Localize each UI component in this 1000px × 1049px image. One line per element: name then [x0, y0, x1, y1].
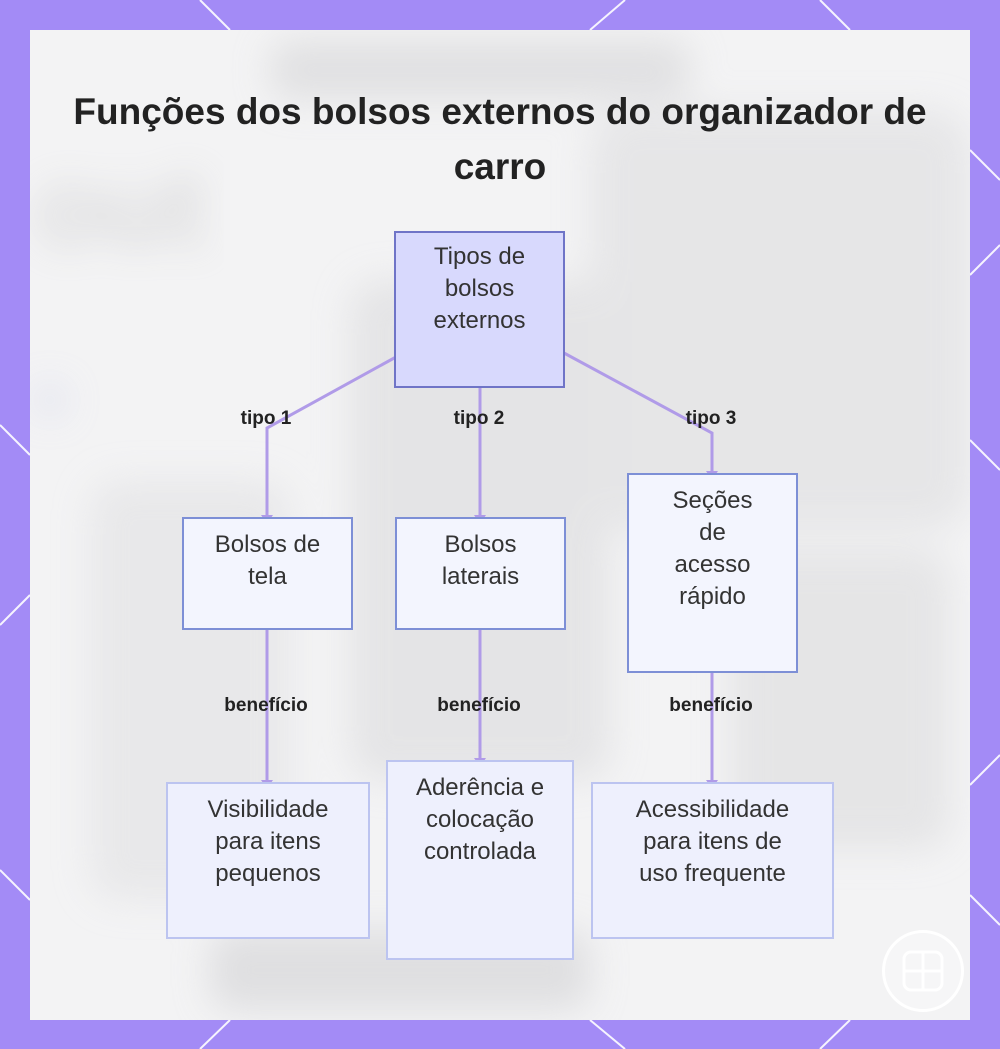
root-node-label: Tipos de bolsos externos	[420, 241, 540, 337]
edge-label-benefit-2: benefício	[437, 695, 520, 717]
edge-label-benefit-3: benefício	[669, 695, 752, 717]
benefit-node-visibilidade[interactable]: Visibilidade para itens pequenos	[166, 782, 370, 939]
type-node-bolsos-laterais[interactable]: Bolsos laterais	[395, 517, 566, 630]
type-node-label: Bolsos de tela	[198, 529, 338, 593]
edge-label-type-3: tipo 3	[686, 408, 737, 430]
connector-root-to-type-1	[267, 357, 396, 517]
edge-label-type-2: tipo 2	[454, 408, 505, 430]
edge-label-benefit-1: benefício	[224, 695, 307, 717]
benefit-node-label: Visibilidade para itens pequenos	[188, 794, 348, 890]
benefit-node-label: Acessibilidade para itens de uso frequen…	[623, 794, 803, 890]
benefit-node-acessibilidade[interactable]: Acessibilidade para itens de uso frequen…	[591, 782, 834, 939]
type-node-label: Seções de acesso rápido	[663, 485, 763, 613]
type-node-secoes-acesso-rapido[interactable]: Seções de acesso rápido	[627, 473, 798, 673]
diagram-card: out Funções dos bolsos externos do organ…	[30, 30, 970, 1020]
type-node-bolsos-de-tela[interactable]: Bolsos de tela	[182, 517, 353, 630]
edge-label-type-1: tipo 1	[241, 408, 292, 430]
benefit-node-label: Aderência e colocação controlada	[410, 772, 550, 868]
logo-badge	[882, 930, 964, 1012]
grid-window-icon	[900, 948, 946, 994]
root-node[interactable]: Tipos de bolsos externos	[394, 231, 565, 388]
type-node-label: Bolsos laterais	[426, 529, 536, 593]
benefit-node-aderencia[interactable]: Aderência e colocação controlada	[386, 760, 574, 960]
